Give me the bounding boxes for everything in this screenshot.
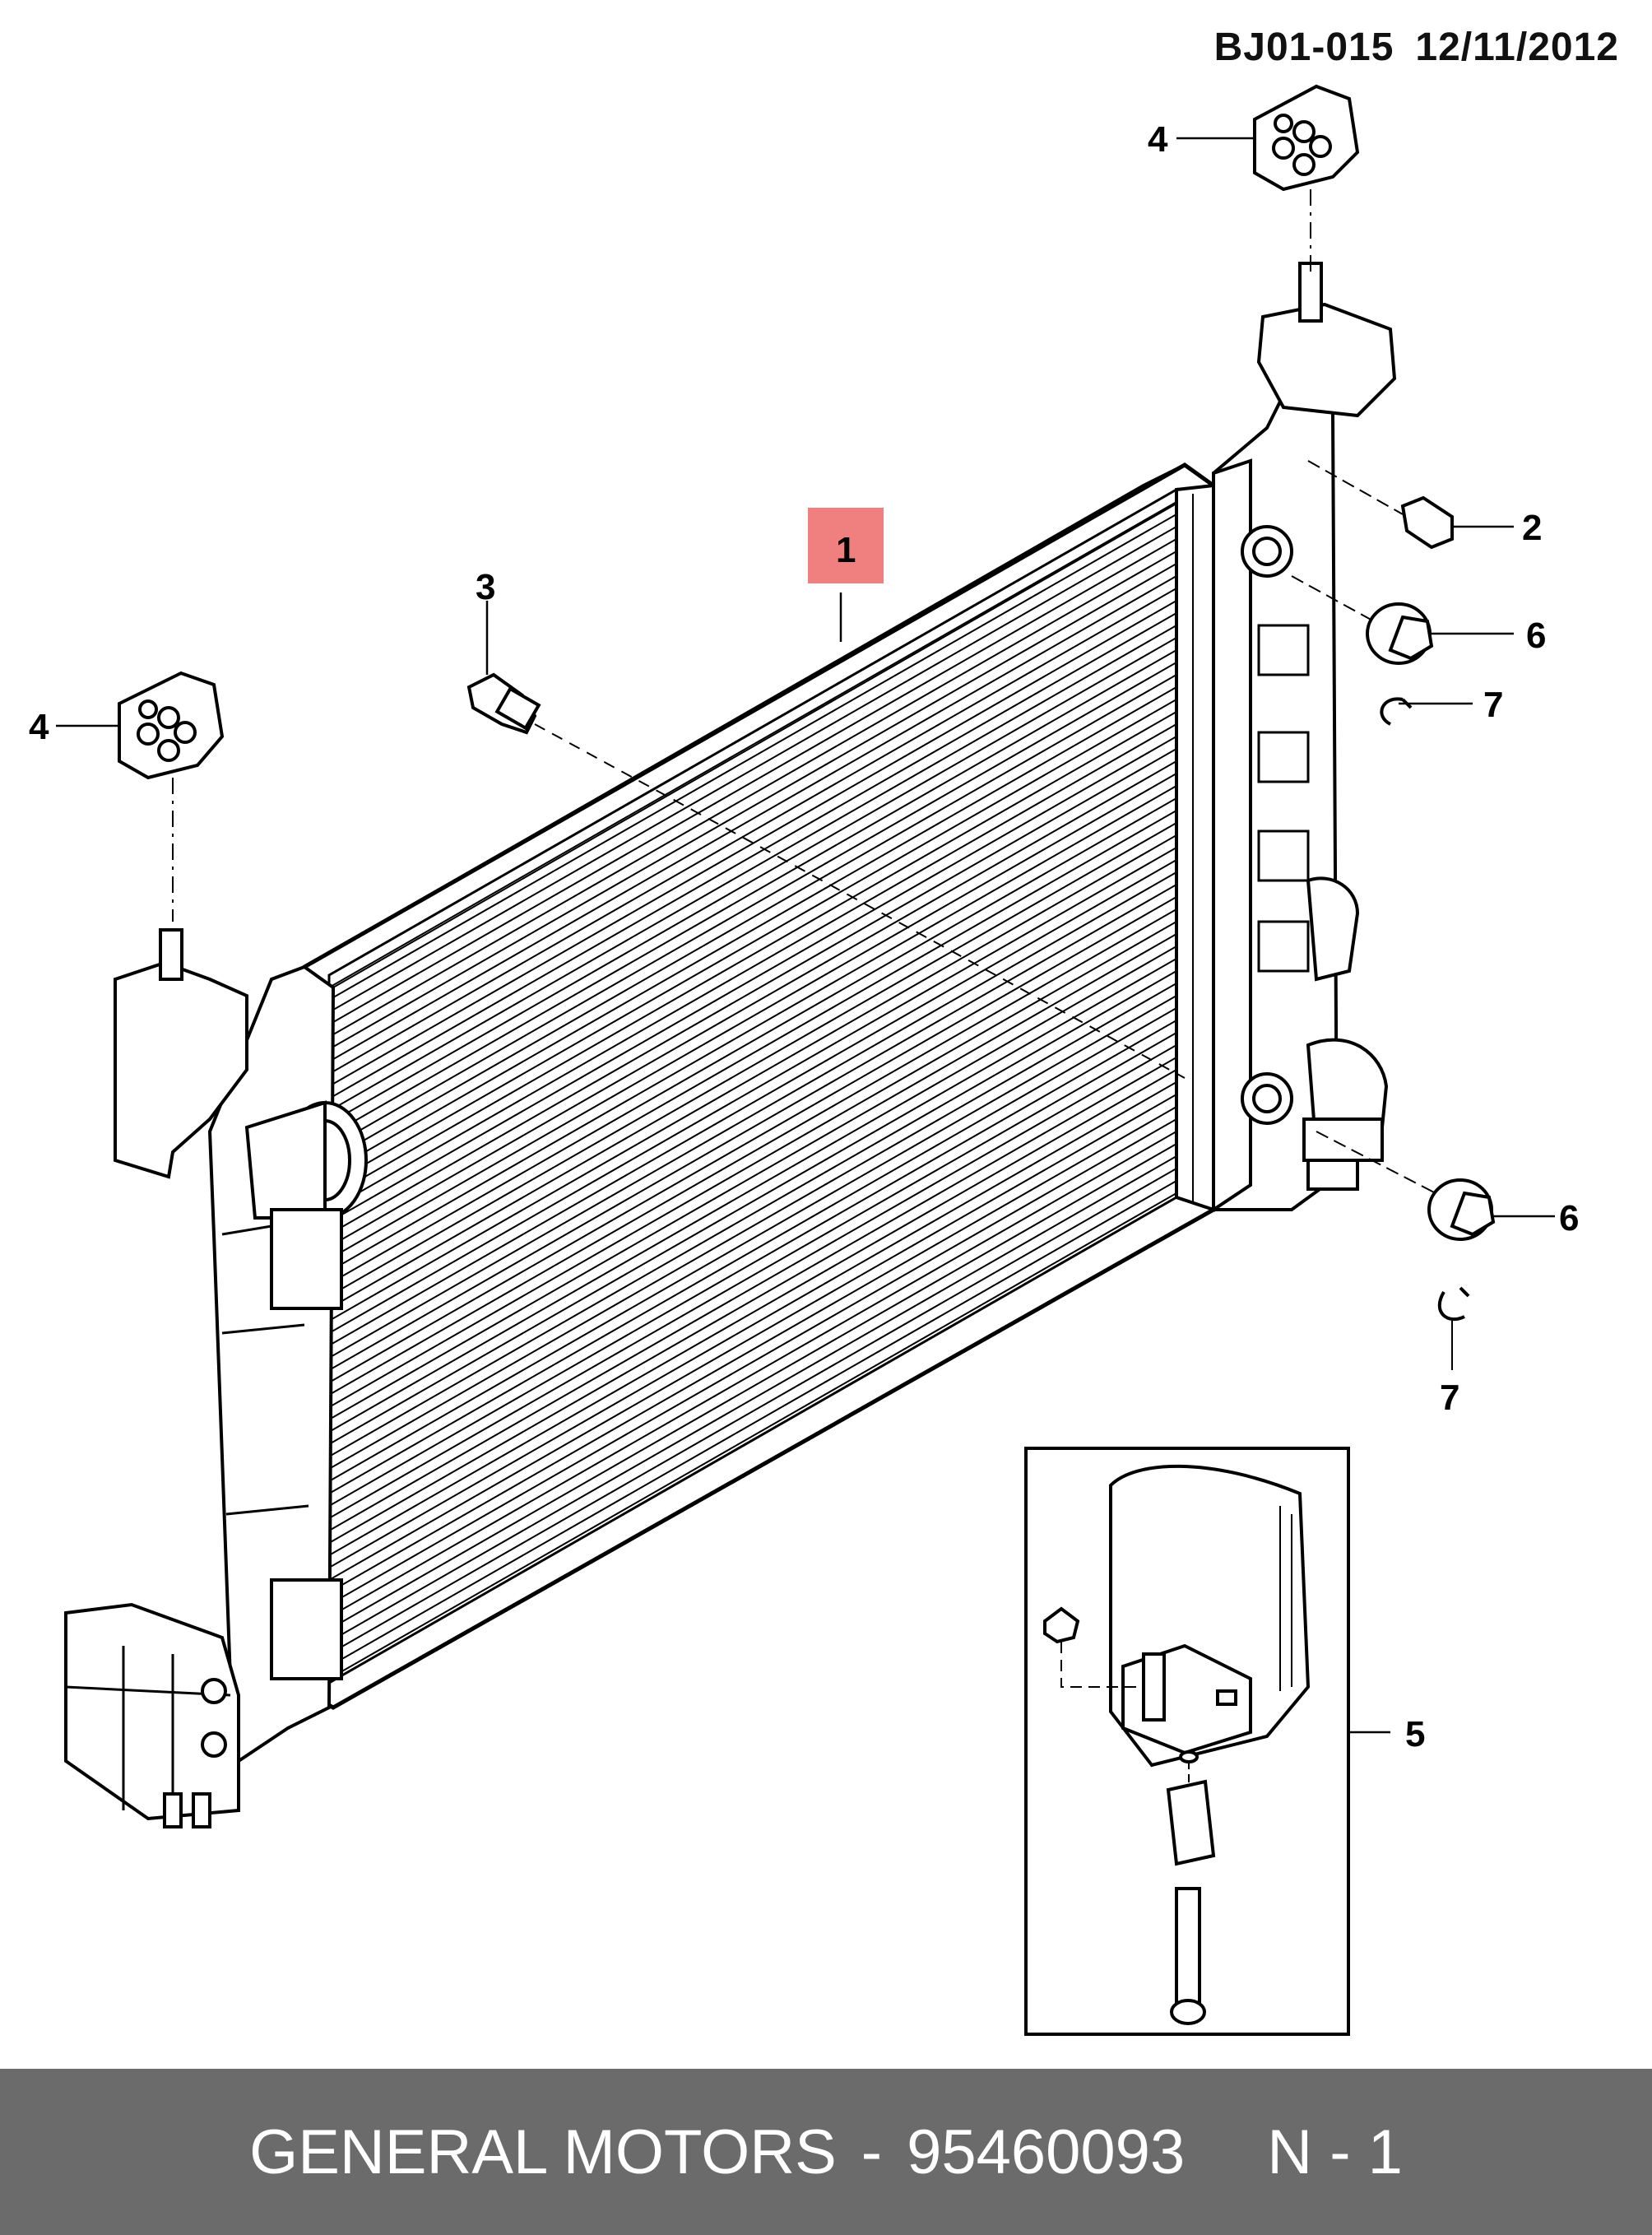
callout-5: 5	[1405, 1714, 1425, 1754]
radiator-exploded-diagram: 1 2 3 4 4 5 6 6 7 7	[29, 84, 1579, 2036]
callout-7-upper: 7	[1483, 685, 1503, 725]
callouts: 1 2 3 4 4 5 6 6 7 7	[29, 119, 1579, 1754]
callout-6-lower: 6	[1559, 1198, 1579, 1238]
callout-4-lower: 4	[29, 707, 49, 747]
rubber-mount-upper	[1253, 84, 1360, 272]
callout-leaders	[56, 137, 1555, 1734]
footer-separator: -	[861, 2117, 883, 2187]
clip-lower	[1437, 1286, 1470, 1370]
drain-plug	[466, 672, 1186, 1079]
callout-3: 3	[476, 567, 495, 607]
nut-upper	[1291, 575, 1434, 665]
bolt-part-2	[1307, 460, 1454, 550]
callout-4-upper: 4	[1148, 119, 1168, 160]
diagram-code-header: BJ01-015 12/11/2012	[1214, 25, 1619, 70]
inset-box-part-5	[1024, 1447, 1350, 2036]
part-number: 95460093	[907, 2117, 1186, 2187]
radiator-core	[302, 462, 1216, 1710]
callout-1: 1	[836, 530, 856, 570]
part-note: N - 1	[1267, 2117, 1403, 2187]
callout-7-lower: 7	[1440, 1378, 1459, 1418]
diagram-date: 12/11/2012	[1415, 26, 1619, 69]
rubber-mount-lower	[118, 671, 225, 922]
left-side-tank	[64, 928, 368, 1828]
nut-lower	[1316, 1131, 1496, 1241]
callout-2: 2	[1522, 508, 1542, 548]
right-side-tank	[1212, 262, 1397, 1213]
part-info-footer: GENERAL MOTORS - 95460093 N - 1	[0, 2069, 1652, 2235]
callout-6-upper: 6	[1526, 616, 1546, 656]
manufacturer-name: GENERAL MOTORS	[249, 2117, 837, 2187]
diagram-code: BJ01-015	[1213, 26, 1394, 69]
callout-1-highlight	[808, 508, 884, 583]
